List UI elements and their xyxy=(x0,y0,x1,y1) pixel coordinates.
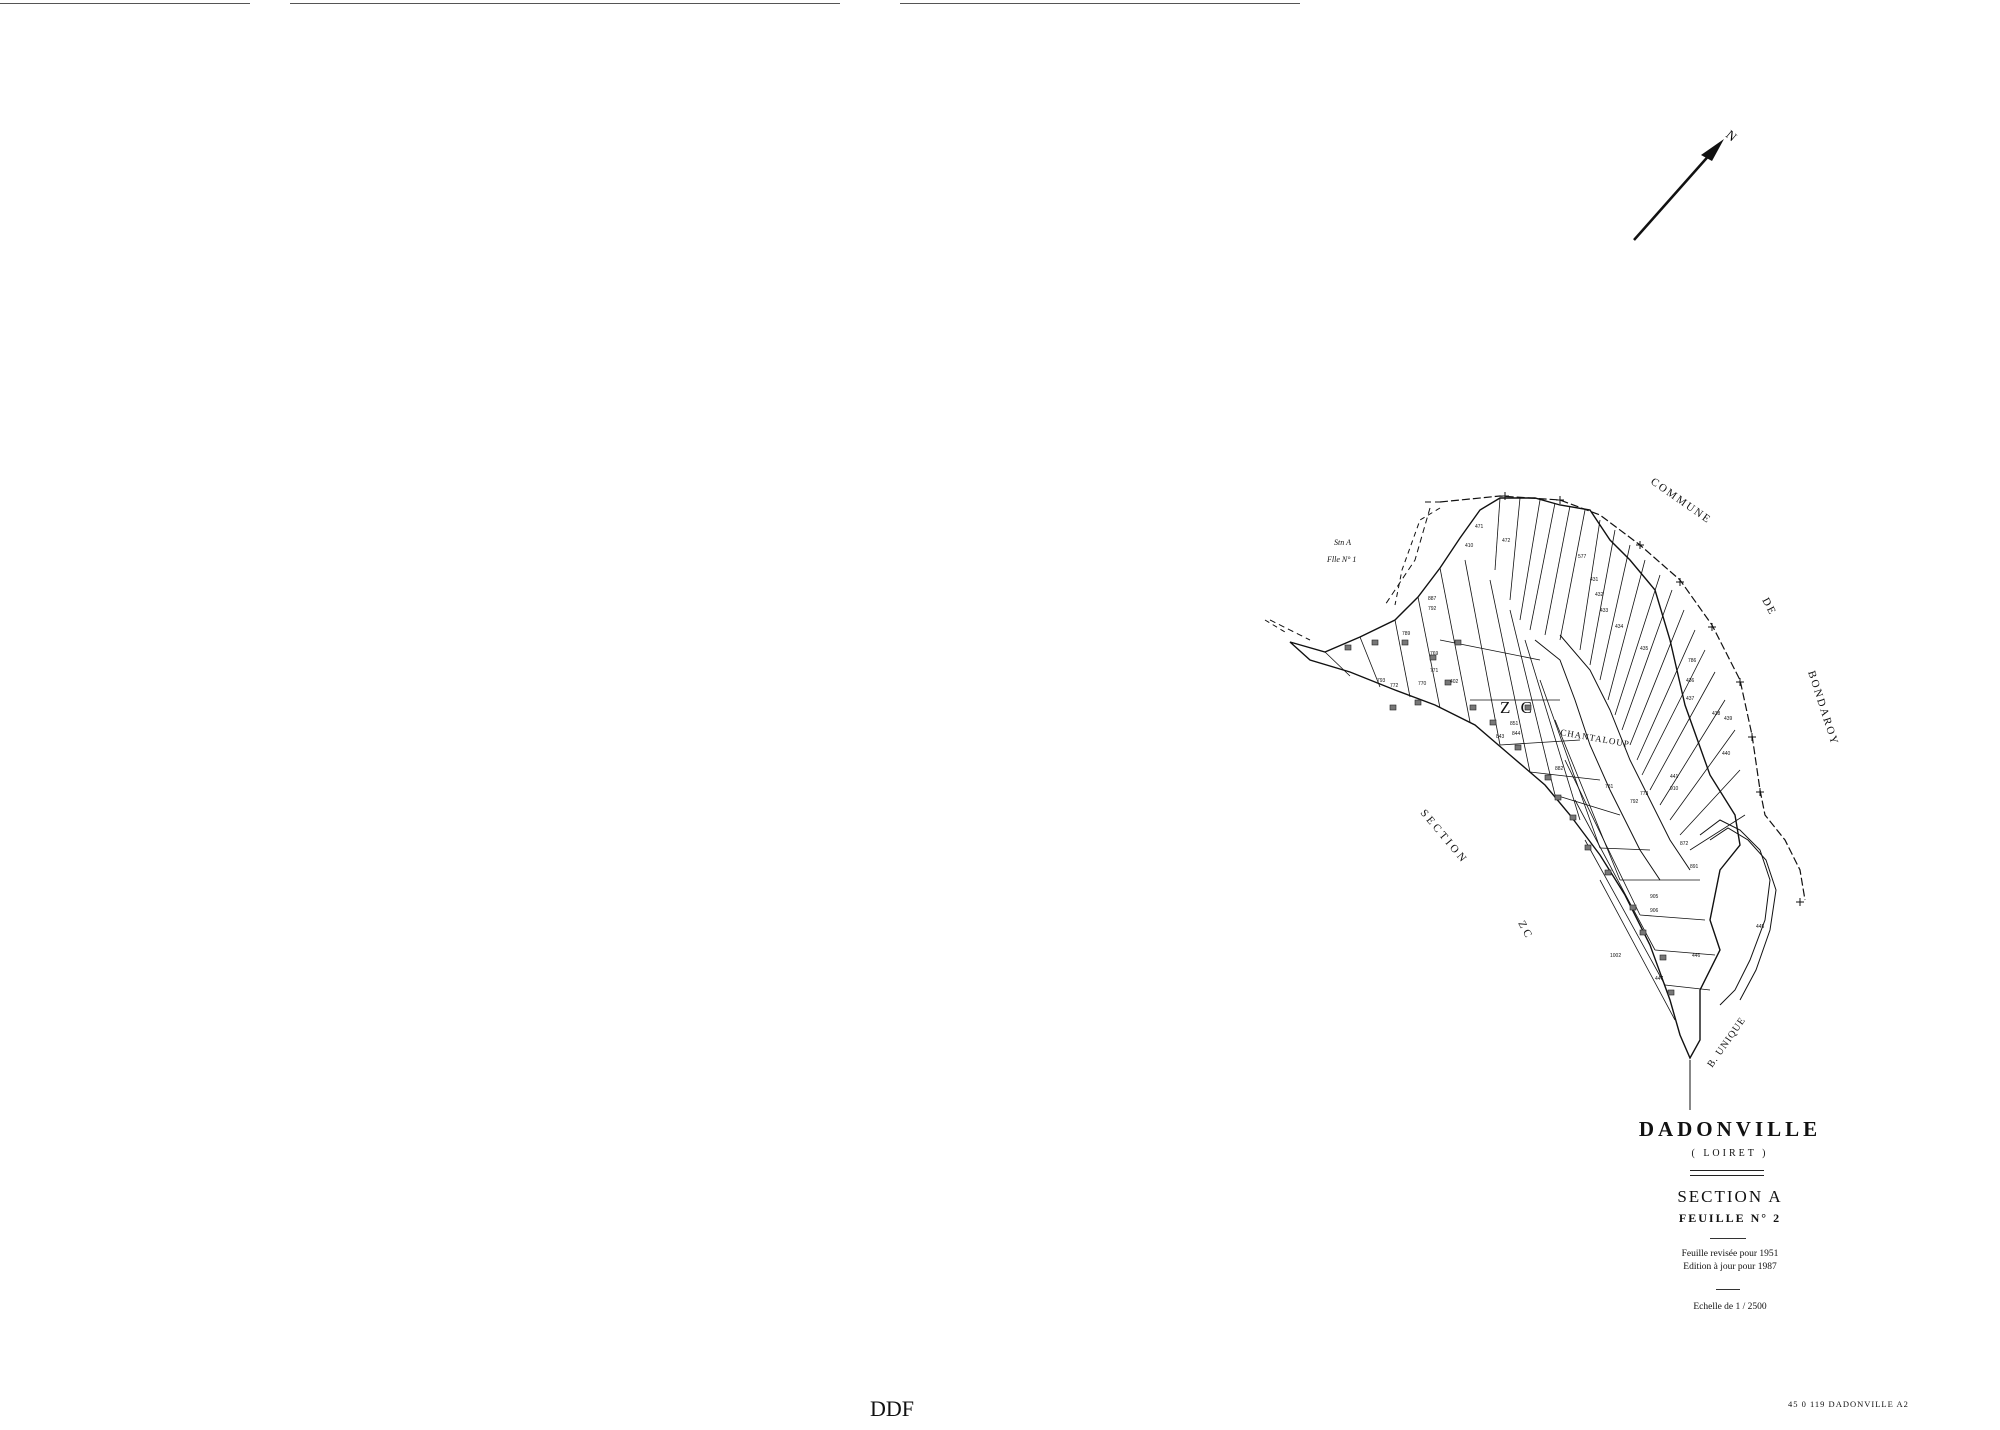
svg-text:786: 786 xyxy=(1688,658,1697,664)
commune-title: DADONVILLE xyxy=(1638,1117,1822,1141)
svg-text:435: 435 xyxy=(1640,646,1649,652)
svg-text:436: 436 xyxy=(1686,678,1695,684)
divider xyxy=(1710,1238,1746,1239)
central-lane xyxy=(1559,634,1691,871)
top-border-line xyxy=(900,3,1300,4)
boundary-crosses xyxy=(1501,492,1804,906)
section-zc-boundary xyxy=(1264,507,1441,633)
sheet-reference: 45 0 119 DADONVILLE A2 xyxy=(1788,1399,1909,1409)
stamp-label: DDF xyxy=(870,1396,915,1421)
parcel-numbers: 471 472 410 577 887 792 769 402 851 843 … xyxy=(1377,524,1765,982)
svg-text:771: 771 xyxy=(1430,668,1439,674)
svg-text:781: 781 xyxy=(1605,784,1614,790)
svg-text:1002: 1002 xyxy=(1610,953,1621,959)
svg-text:844: 844 xyxy=(1512,731,1521,737)
svg-text:882: 882 xyxy=(1555,766,1564,772)
adjacent-sheet-label: Stn A Flle N° 1 xyxy=(1326,538,1356,564)
revision-note: Feuille revisée pour 1951 xyxy=(1681,1249,1779,1259)
parcel-lines xyxy=(1324,559,1716,1021)
svg-text:887: 887 xyxy=(1428,596,1437,602)
svg-text:Stn A: Stn A xyxy=(1334,538,1351,547)
svg-text:891: 891 xyxy=(1690,864,1699,870)
divider xyxy=(1716,1289,1740,1290)
edition-note: Edition à jour pour 1987 xyxy=(1683,1262,1777,1272)
svg-text:ZC: ZC xyxy=(1515,919,1535,942)
svg-text:410: 410 xyxy=(1465,543,1474,549)
road xyxy=(1699,819,1771,1006)
svg-text:447: 447 xyxy=(1655,976,1664,982)
svg-text:910: 910 xyxy=(1670,786,1679,792)
top-border-line xyxy=(0,3,250,4)
svg-text:COMMUNE: COMMUNE xyxy=(1648,476,1713,527)
svg-text:770: 770 xyxy=(1418,681,1427,687)
top-border-line xyxy=(290,3,840,4)
north-arrow-icon: N xyxy=(1633,127,1740,241)
svg-text:769: 769 xyxy=(1430,651,1439,657)
north-label: N xyxy=(1723,127,1740,145)
svg-text:792: 792 xyxy=(1428,606,1437,612)
svg-text:772: 772 xyxy=(1390,683,1399,689)
svg-text:431: 431 xyxy=(1590,577,1599,583)
svg-text:434: 434 xyxy=(1615,624,1624,630)
svg-text:471: 471 xyxy=(1475,524,1484,530)
svg-text:792: 792 xyxy=(1630,799,1639,805)
scale-note: Echelle de 1 / 2500 xyxy=(1693,1302,1767,1312)
svg-text:793: 793 xyxy=(1377,678,1386,684)
building-markers xyxy=(1344,639,1675,996)
section-title: SECTION A xyxy=(1677,1187,1783,1206)
svg-text:440: 440 xyxy=(1722,751,1731,757)
neighbor-commune-label: COMMUNE DE BONDAROY xyxy=(1648,476,1840,748)
department-label: ( LOIRET ) xyxy=(1691,1148,1769,1159)
svg-text:851: 851 xyxy=(1510,721,1519,727)
sheet-number: FEUILLE N° 2 xyxy=(1678,1211,1782,1225)
svg-text:773: 773 xyxy=(1640,791,1649,797)
svg-text:446: 446 xyxy=(1692,953,1701,959)
svg-text:432: 432 xyxy=(1595,592,1604,598)
svg-text:789: 789 xyxy=(1402,631,1411,637)
zone-label: Z C xyxy=(1500,698,1535,717)
svg-text:SECTION: SECTION xyxy=(1418,807,1471,866)
svg-text:439: 439 xyxy=(1724,716,1733,722)
svg-text:472: 472 xyxy=(1502,538,1511,544)
svg-text:433: 433 xyxy=(1600,608,1609,614)
locality-label: CHANTALOUP xyxy=(1560,727,1631,749)
svg-text:Flle N° 1: Flle N° 1 xyxy=(1326,555,1356,564)
svg-text:843: 843 xyxy=(1496,734,1505,740)
central-lane xyxy=(1534,639,1661,881)
commune-boundary xyxy=(1439,495,1806,901)
svg-text:402: 402 xyxy=(1450,679,1459,685)
road-label: B. UNIQUE xyxy=(1705,1015,1748,1070)
adjacent-section-label: SECTION ZC xyxy=(1418,807,1536,942)
svg-text:437: 437 xyxy=(1686,696,1695,702)
svg-text:577: 577 xyxy=(1578,554,1587,560)
parcel-lines xyxy=(1494,497,1746,851)
svg-text:441: 441 xyxy=(1670,774,1679,780)
svg-text:905: 905 xyxy=(1650,894,1659,900)
svg-text:872: 872 xyxy=(1680,841,1689,847)
svg-text:DE: DE xyxy=(1759,596,1778,618)
svg-text:445: 445 xyxy=(1756,924,1765,930)
road xyxy=(1709,827,1777,1001)
title-divider xyxy=(1690,1170,1764,1176)
svg-text:906: 906 xyxy=(1650,908,1659,914)
svg-text:438: 438 xyxy=(1712,711,1721,717)
svg-text:BONDAROY: BONDAROY xyxy=(1805,669,1841,747)
sheet-boundary xyxy=(1269,501,1445,641)
section-boundary xyxy=(1289,497,1741,1060)
